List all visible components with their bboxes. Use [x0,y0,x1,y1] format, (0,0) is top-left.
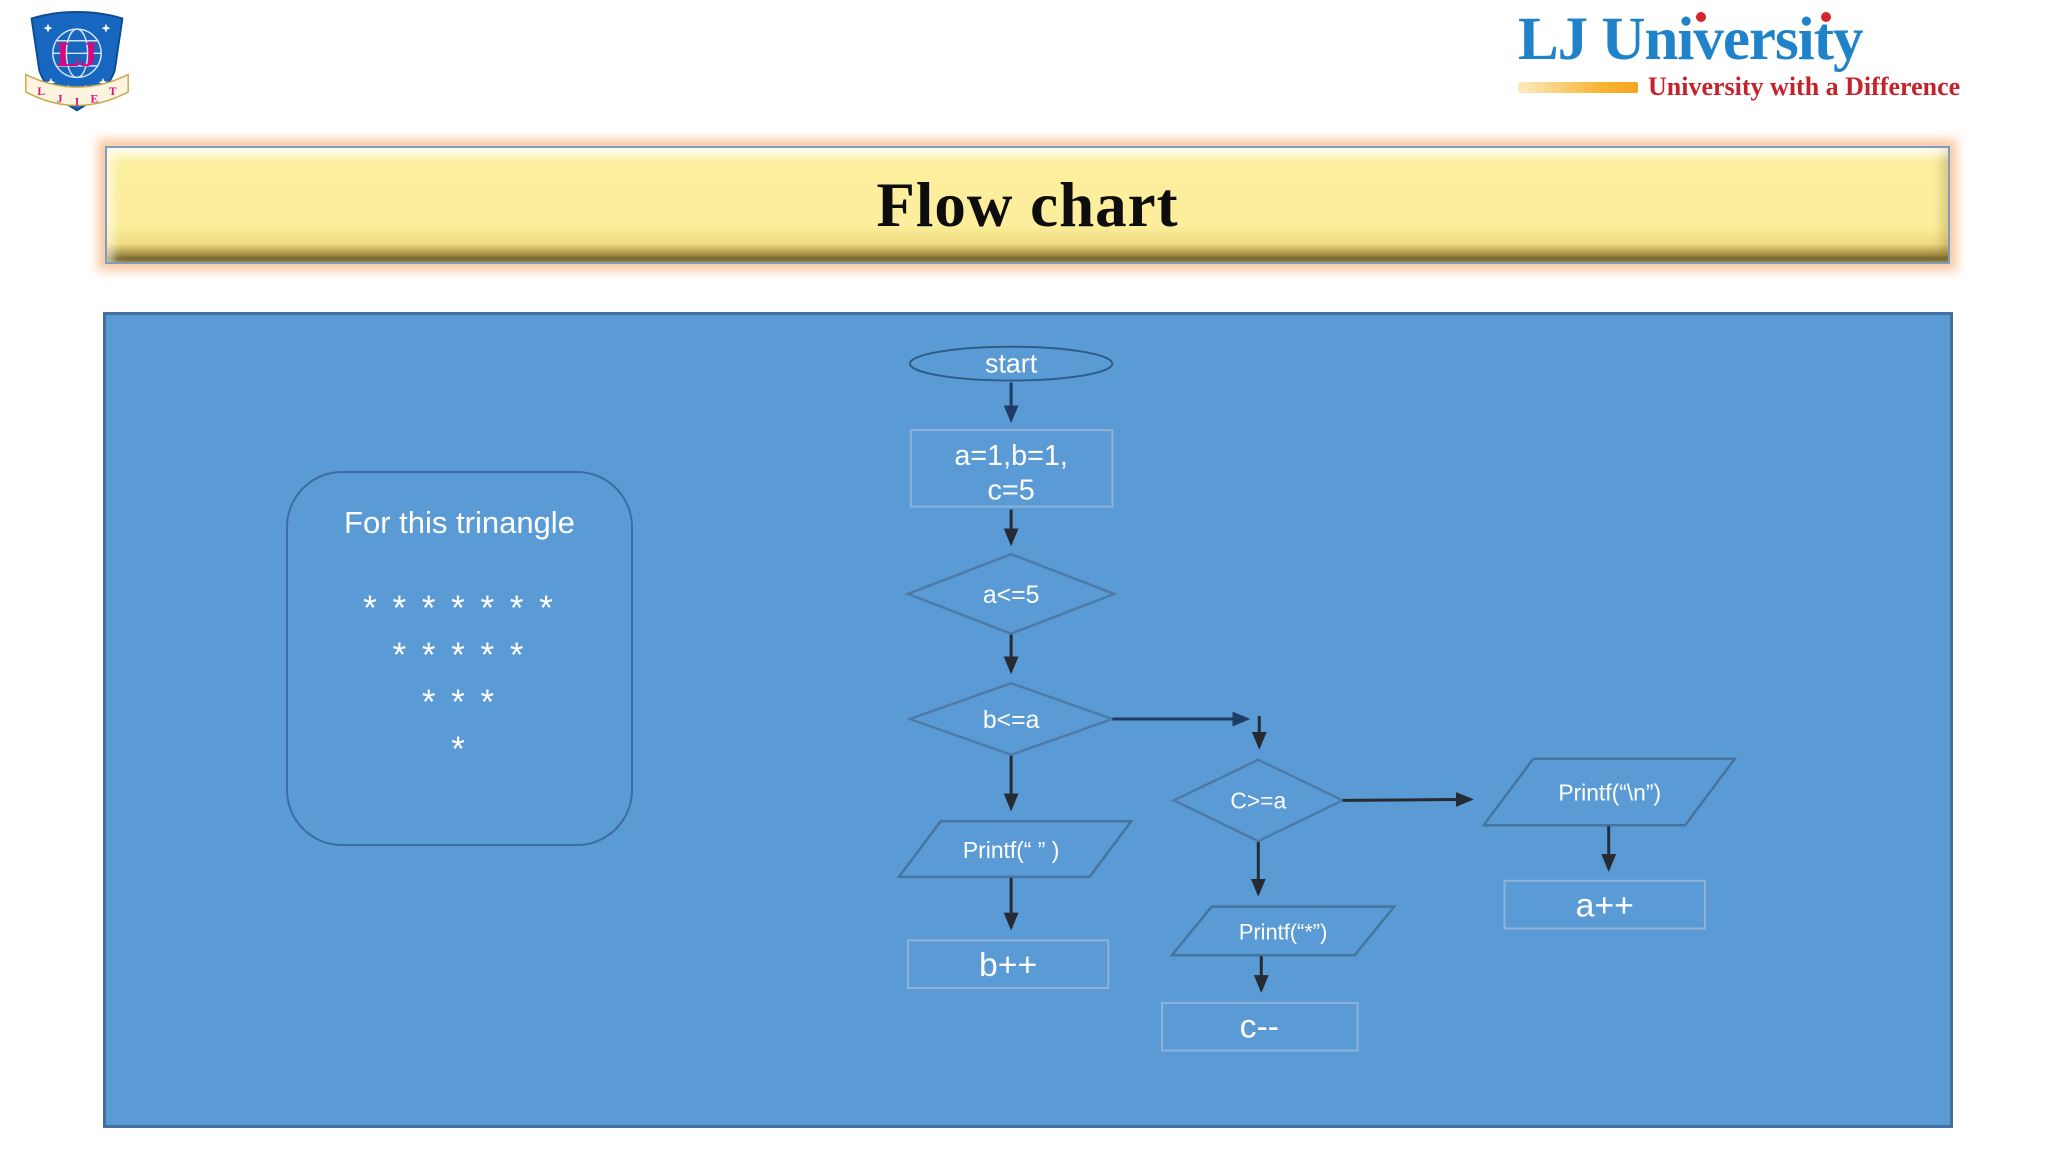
print-star-io [1169,905,1397,957]
crest-ribbon-letter: E [91,93,99,106]
asterisk-row: * * * * * * * [363,589,556,628]
wordmark-red-dot-icon [1821,12,1831,22]
title-banner: Flow chart [105,146,1950,264]
wordmark-gradient-bar [1518,81,1638,93]
b-increment-box [906,939,1110,990]
c-decrement-label: c-- [1240,1008,1279,1046]
a-increment-label: a++ [1576,887,1634,925]
print-newline-io [1481,757,1738,827]
wordmark-red-dot-icon [1696,12,1706,22]
start-label: start [985,349,1038,379]
university-name: LJ University [1518,6,1864,73]
page-title: Flow chart [876,169,1179,240]
crest-ribbon-letter: J [57,93,63,106]
c-decrement-box [1161,1001,1359,1052]
init-process-box [909,429,1114,508]
flowchart-diagram: start a=1,b=1, c=5 a<=5 b<=a Printf(“ ” … [896,345,1738,1052]
a-increment-box [1503,879,1706,930]
flowchart-panel: For this trinangle * * * * * * * * * * *… [103,312,1953,1128]
asterisk-row: * * * [421,683,498,722]
print-space-io [896,820,1134,879]
asterisk-row: * * * * * [392,636,527,675]
university-wordmark: LJ University University with a Differen… [1518,6,2038,102]
university-crest-logo: LJ L J I E T [25,11,129,112]
arrow-cond-c-to-print-newline [1342,792,1474,807]
asterisk-triangle: * * * * * * * * * * * * * * * * [288,585,631,773]
crest-globe-icon [52,28,102,79]
crest-ribbon-letter: L [37,85,45,98]
cond-b-diamond [906,681,1117,757]
cond-b-label: b<=a [983,707,1040,734]
init-line1: a=1,b=1, [954,440,1068,472]
crest-ribbon-letter: I [75,95,80,108]
asterisk-row: * [451,730,468,769]
triangle-note-box: For this trinangle * * * * * * * * * * *… [286,471,633,846]
crest-ribbon [25,73,129,107]
cond-c-diamond [1171,758,1346,843]
print-space-label: Printf(“ ” ) [963,837,1059,863]
university-tagline: University with a Difference [1648,72,1961,102]
crest-initials: LJ [57,35,98,74]
cond-c-label: C>=a [1230,787,1286,813]
print-newline-label: Printf(“\n”) [1558,779,1661,805]
b-increment-label: b++ [979,946,1037,984]
start-terminator [908,345,1114,382]
cond-a-diamond [904,552,1118,635]
crest-ribbon-letter: T [109,85,117,98]
print-star-label: Printf(“*”) [1239,919,1328,944]
note-caption: For this trinangle [344,505,575,540]
init-line2: c=5 [988,475,1035,507]
cond-a-label: a<=5 [983,582,1040,609]
